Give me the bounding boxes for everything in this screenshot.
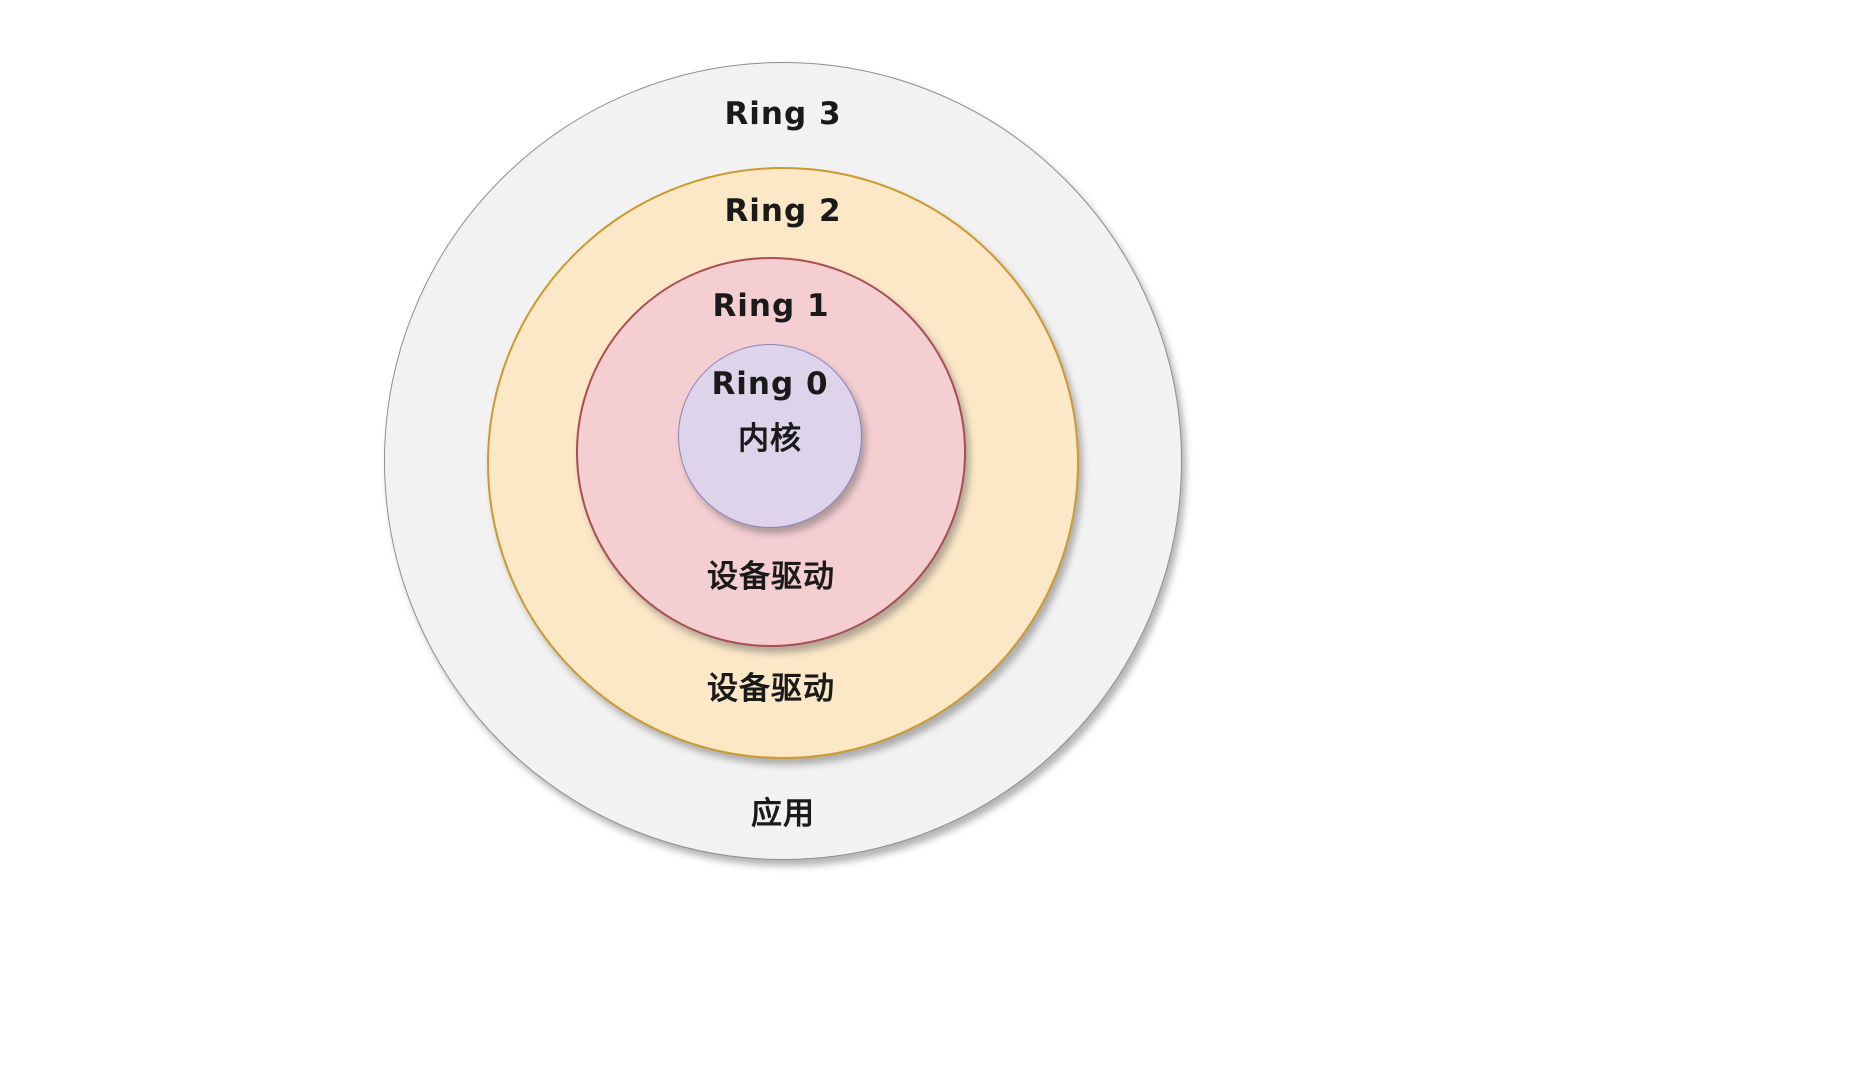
ring-3-sublabel-applications: 应用 <box>751 796 815 832</box>
ring-2-sublabel-device-drivers: 设备驱动 <box>707 671 835 707</box>
ring-0-circle <box>678 344 862 528</box>
ring-3-label: Ring 3 <box>724 96 842 132</box>
ring-1-label: Ring 1 <box>712 288 830 324</box>
ring-2-label: Ring 2 <box>724 193 842 229</box>
ring-0-sublabel-kernel: 内核 <box>738 421 802 457</box>
ring-1-sublabel-device-drivers: 设备驱动 <box>707 559 835 595</box>
ring-0-label: Ring 0 <box>711 366 829 402</box>
